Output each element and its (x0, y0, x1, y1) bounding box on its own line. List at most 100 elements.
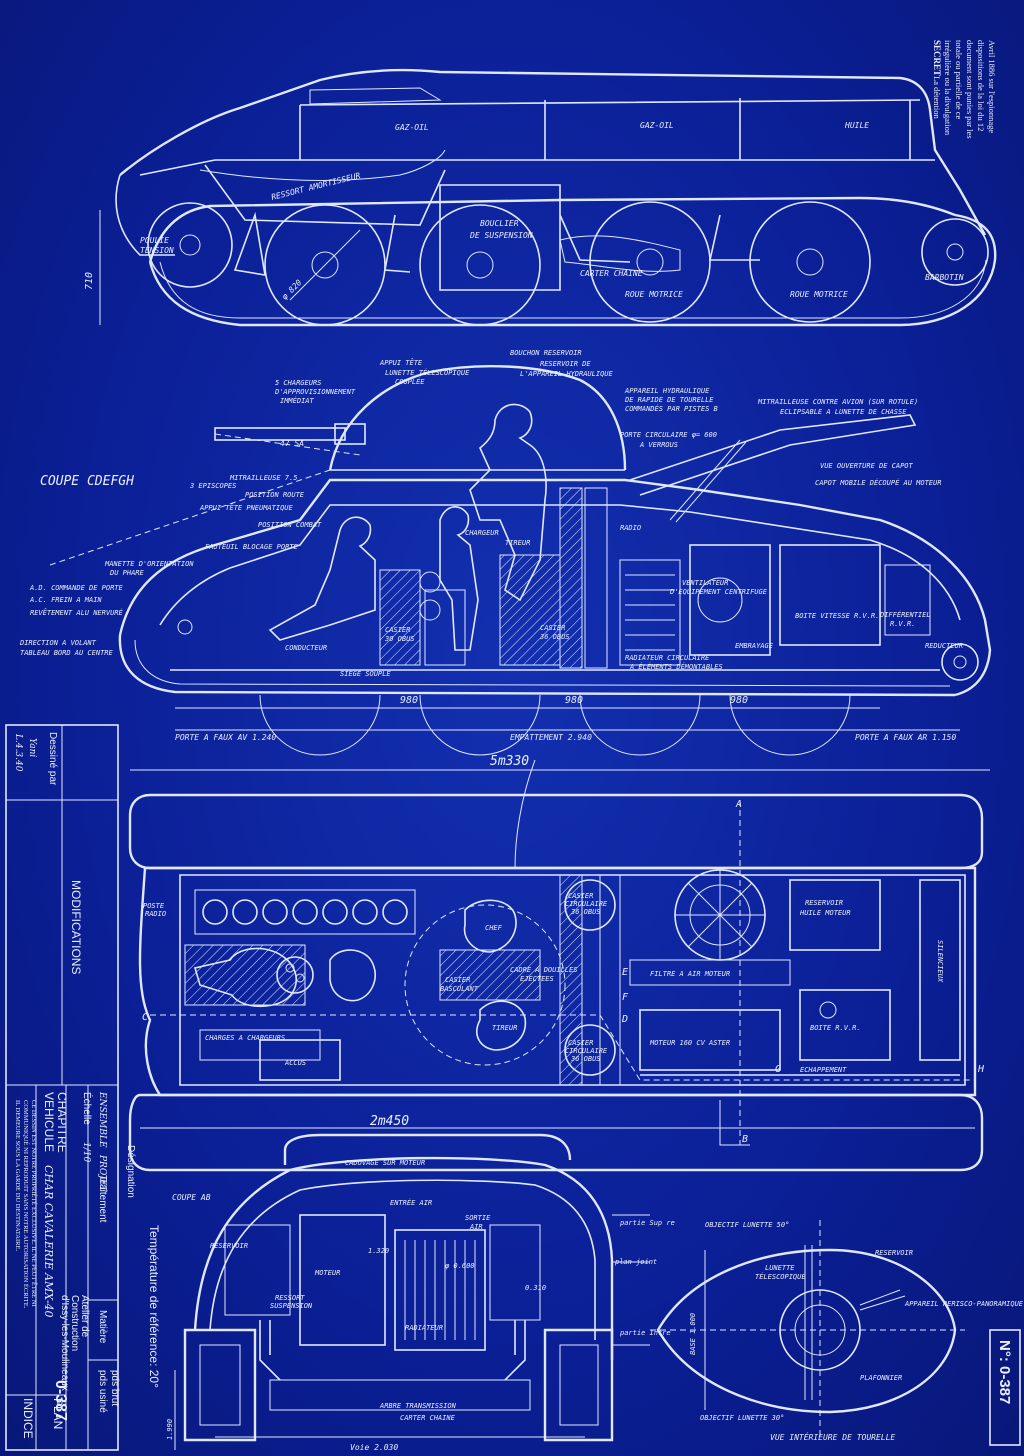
secret-notice: SECRET La détention irrégulière ou la di… (932, 40, 997, 139)
plan-engine (639, 1009, 781, 1071)
section-aa-mg (669, 439, 747, 523)
plan-label-poste-radio-2: RADIO (145, 910, 166, 918)
rear-label-ressort-1: RESSORT (275, 1294, 305, 1302)
plan-bulkhead-2 (599, 874, 621, 1086)
side-hatch (309, 87, 442, 105)
plan-ammo-row (194, 889, 416, 935)
section-turret-base (330, 469, 625, 481)
plan-steering-hub-2 (295, 973, 305, 983)
side-track-inner (159, 259, 987, 319)
plan-label-chargeurs: CHARGES A CHARGEURS (205, 1034, 285, 1042)
plan-gearbox-shaft (819, 1001, 837, 1019)
label-chargeurs-3: IMMÉDIAT (280, 396, 315, 405)
side-road-wheel-3 (589, 201, 711, 323)
label-chargeurs-1: 5 CHARGEURS (275, 379, 321, 387)
secret-line-4: document sont punies par les (965, 40, 975, 139)
side-armor-curve (199, 149, 446, 181)
section-crew-loader (439, 506, 479, 651)
plan-circular-casier-b (564, 1024, 616, 1076)
section-sprocket-hub (953, 655, 967, 669)
plan-commander (463, 899, 517, 953)
label-radio: RADIO (620, 524, 641, 532)
label-appareil-hyd-2: DE RAPIDE DE TOURELLE (624, 396, 714, 404)
tb-vehicule-value: CHAR CAVALERIE AMX-40 (42, 1165, 55, 1318)
rear-radiator-fins (404, 1240, 476, 1340)
section-bulkhead-1 (559, 487, 583, 669)
rear-left-reservoir (224, 1224, 291, 1316)
rear-deck (283, 1133, 572, 1165)
plan-driver-floor (184, 944, 306, 1006)
rear-label-dim-600: φ 0.600 (445, 1262, 475, 1270)
plan-label-cadre-2: EJECTEES (520, 975, 554, 983)
tb-modifications: MODIFICATIONS (69, 880, 83, 974)
rear-track-left (183, 1328, 257, 1442)
label-revetement: REVÊTEMENT ALU NERVURÉ (30, 608, 124, 617)
label-lunette-1: LUNETTE TÉLESCOPIQUE (385, 368, 470, 377)
plan-turret-basket (439, 949, 541, 1001)
plan-label-casier-b-2: CIRCULAIRE (565, 1047, 608, 1055)
side-wheel-dia-line (289, 229, 361, 301)
side-glacis (115, 174, 175, 256)
label-boite: BOITE VITESSE R.V.R. (795, 612, 879, 620)
plan-cut-b: B (742, 1134, 748, 1145)
label-ouverture-capot: VUE OUVERTURE DE CAPOT (820, 462, 914, 470)
label-position-route: POSITION ROUTE (245, 491, 305, 499)
label-canon: 47 SA (280, 439, 304, 448)
tb-plan-number: 0-387 (52, 1380, 69, 1421)
plan-cut-line-c-h (150, 1014, 975, 1081)
section-ammo-casier-2 (499, 554, 561, 666)
label-ventilateur-2: D'EQUIPEMENT CENTRIFUGE (669, 588, 768, 596)
rear-suspension-left (259, 1320, 281, 1381)
section-crew-commander (469, 403, 547, 602)
tb-atelier-1: Atelier de (79, 1295, 90, 1338)
plan-round-7 (382, 899, 408, 925)
plan-number-frame (989, 1329, 1021, 1446)
side-label-huile: HUILE (844, 121, 869, 130)
section-wheel-arcs (259, 694, 851, 756)
plan-label-reservoir-2: HUILE MOTEUR (799, 909, 851, 917)
side-label-poulie-2: TENSION (140, 246, 174, 255)
plan-fan-blades (675, 870, 765, 960)
side-road-wheel-2-hub (466, 251, 494, 279)
turret-interior-view: OBJECTIF LUNETTE 50° LUNETTE TÉLESCOPIQU… (650, 1220, 1024, 1442)
tb-pds-usine: pds usiné (97, 1370, 108, 1413)
tb-designation: Désignation (125, 1145, 136, 1198)
plan-driver (193, 947, 298, 1008)
label-chargeur: CHARGEUR (465, 529, 499, 537)
tb-pds-brut: pds brut (109, 1370, 120, 1406)
label-dim-980-1: 980 (400, 695, 418, 706)
rear-label-ressort-2: SUSPENSION (270, 1302, 313, 1310)
plan-cut-e: E (622, 967, 628, 978)
rear-label-sortie-air-2: AIR (469, 1223, 483, 1231)
plan-track-bottom (128, 1093, 984, 1172)
section-pedal (177, 619, 193, 635)
turret-sight-tube (804, 1245, 813, 1400)
label-manette-1: MANETTE D'ORIENTATION (104, 560, 194, 568)
tb-atelier-3: d'Issy-les-Moulineaux (59, 1295, 70, 1391)
plan-bulkhead (559, 874, 583, 1086)
section-title: COUPE CDEFGH (40, 474, 134, 489)
section-track-inner (134, 639, 951, 687)
rear-suspension-right (504, 1320, 526, 1381)
label-episcopes: 3 EPISCOPES (189, 482, 236, 490)
label-ventilateur-1: VENTILATEUR (682, 579, 728, 587)
section-hull-inner (159, 504, 961, 626)
plan-label-poste-radio-1: POSTE (143, 902, 165, 910)
secret-line-3: totale ou partielle de ce (954, 40, 964, 120)
section-track (118, 634, 956, 697)
rear-label-reservoir: RESERVOIR (210, 1242, 248, 1250)
plan-width: 2m450 (370, 1114, 409, 1129)
rear-label-dim-1320: 1.320 (368, 1247, 389, 1255)
side-idler-wheel (147, 202, 233, 288)
side-sponson (439, 184, 561, 291)
plan-steering-hub-1 (285, 963, 295, 973)
side-label-gaz-oil-2: GAZ-OIL (640, 121, 674, 130)
side-label-barbotin: BARBOTIN (925, 273, 964, 282)
plan-view: POSTE RADIO CHARGES A CHARGEURS ACCUS CA… (128, 759, 985, 1172)
label-casier-30-2: 30 OBUS (384, 635, 415, 643)
label-porte-circ-1: PORTE CIRCULAIRE φ= 600 (620, 431, 717, 439)
secret-line-5: dispositions de la loi du 12 (976, 40, 986, 131)
plan-label-boite: BOITE R.V.R. (810, 1024, 861, 1032)
plan-connector-curve (514, 759, 536, 869)
